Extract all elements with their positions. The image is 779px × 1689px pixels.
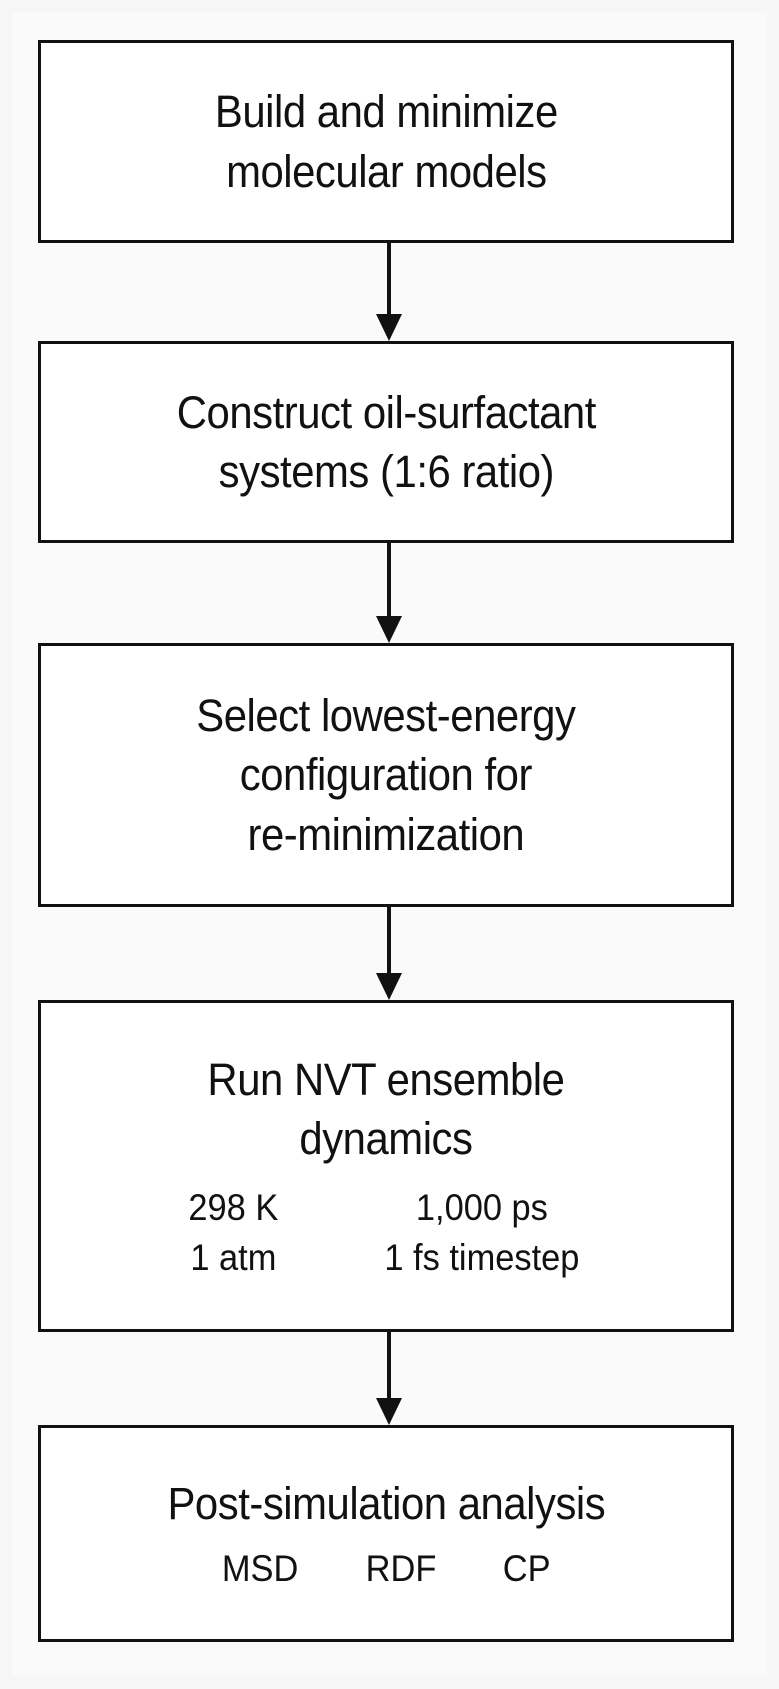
- flow-node-construct-systems[interactable]: Construct oil-surfactant systems (1:6 ra…: [38, 341, 734, 543]
- arrow-down-icon-1: [373, 243, 405, 341]
- simulation-parameters: 298 K 1,000 ps 1 atm 1 fs timestep: [185, 1184, 587, 1282]
- flow-node-run-dynamics[interactable]: Run NVT ensemble dynamics 298 K 1,000 ps…: [38, 1000, 734, 1332]
- flow-node-title: Select lowest-energy configuration for r…: [196, 689, 576, 860]
- arrow-shaft: [387, 243, 391, 314]
- flow-node-title: Post-simulation analysis: [167, 1477, 605, 1529]
- arrow-head: [376, 1398, 402, 1425]
- arrow-down-icon-4: [373, 1332, 405, 1425]
- arrow-down-icon-3: [373, 907, 405, 1000]
- param-duration: 1,000 ps: [416, 1187, 549, 1229]
- analysis-metrics: MSD RDF CP: [219, 1545, 553, 1593]
- arrow-head: [376, 314, 402, 341]
- param-pressure: 1 atm: [190, 1237, 277, 1279]
- metric-rdf: RDF: [366, 1548, 437, 1590]
- arrow-head: [376, 973, 402, 1000]
- arrow-shaft: [387, 1332, 391, 1398]
- arrow-down-icon-2: [373, 543, 405, 643]
- flow-node-build-minimize[interactable]: Build and minimize molecular models: [38, 40, 734, 243]
- metric-msd: MSD: [222, 1548, 299, 1590]
- flow-node-select-configuration[interactable]: Select lowest-energy configuration for r…: [38, 643, 734, 907]
- metric-cp: CP: [503, 1548, 552, 1590]
- flow-node-title: Build and minimize molecular models: [214, 86, 558, 197]
- flow-node-post-analysis[interactable]: Post-simulation analysis MSD RDF CP: [38, 1425, 734, 1642]
- param-temperature: 298 K: [188, 1187, 279, 1229]
- arrow-shaft: [387, 543, 391, 616]
- arrow-shaft: [387, 907, 391, 973]
- flow-node-title: Run NVT ensemble dynamics: [207, 1053, 565, 1164]
- flow-node-title: Construct oil-surfactant systems (1:6 ra…: [176, 386, 596, 497]
- param-timestep: 1 fs timestep: [384, 1237, 580, 1279]
- arrow-head: [376, 616, 402, 643]
